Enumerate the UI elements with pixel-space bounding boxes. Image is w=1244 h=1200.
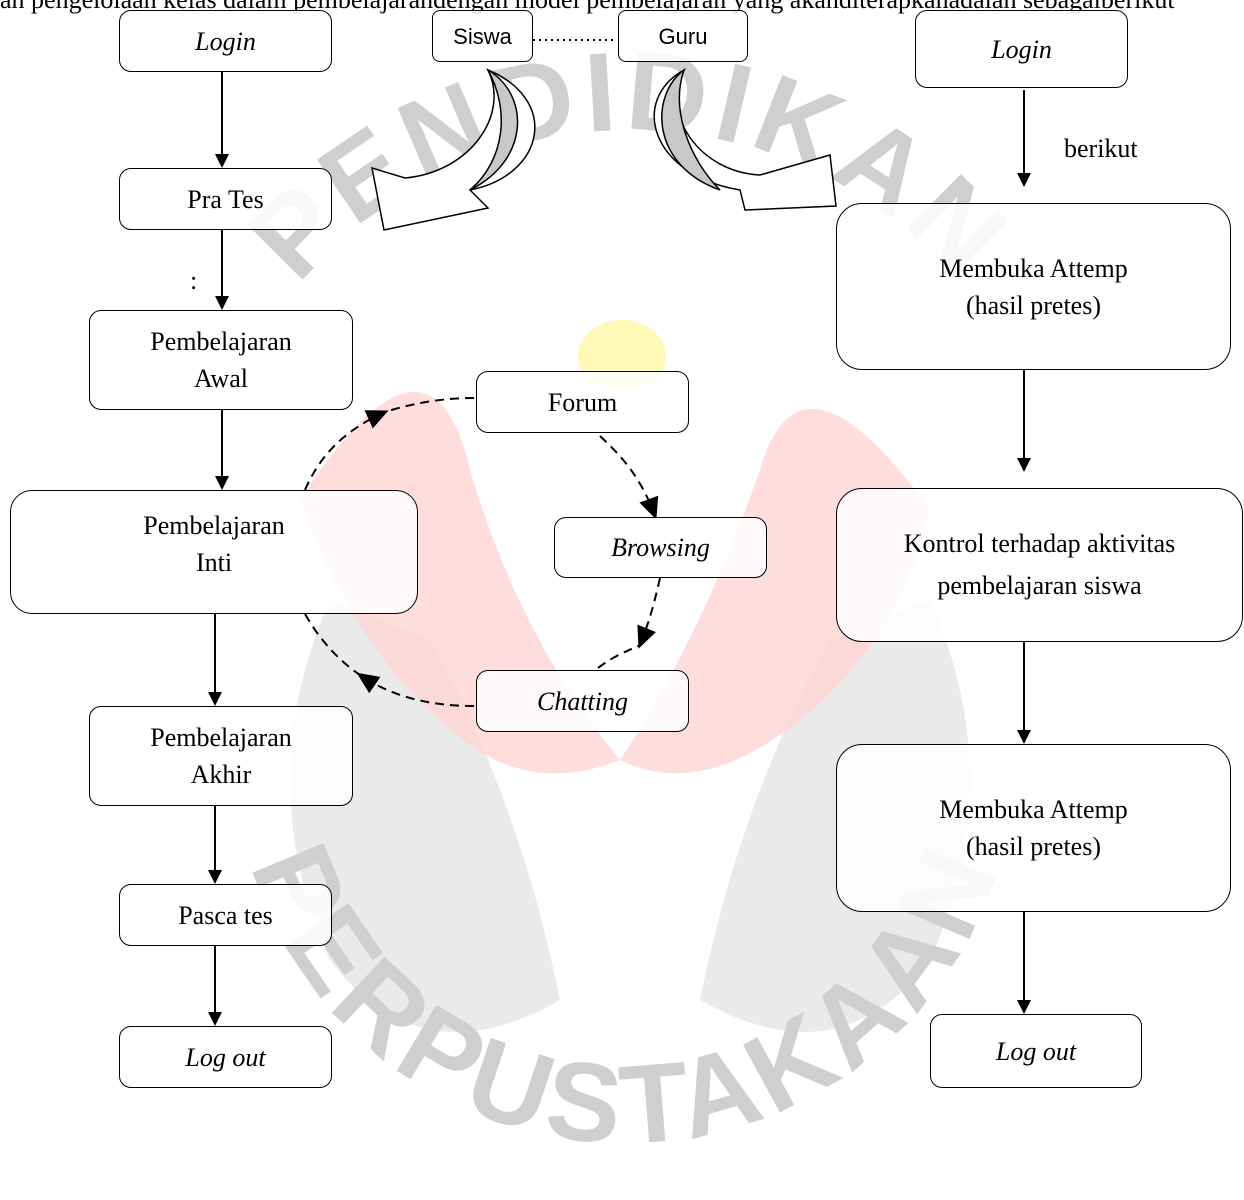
open-attempt-2-line-1: Membuka Attemp: [939, 795, 1128, 824]
teacher-note: berikut: [1064, 134, 1138, 163]
teacher-login-box: Login: [915, 10, 1128, 88]
core-learning-box: Pembelajaran Inti: [10, 490, 418, 614]
chatting-box: Chatting: [476, 670, 689, 732]
teacher-logout-box: Log out: [930, 1014, 1142, 1088]
browsing-box: Browsing: [554, 517, 767, 578]
posttest-box: Pasca tes: [119, 884, 332, 946]
browsing-label: Browsing: [611, 533, 710, 562]
cycle-core-exit: [304, 613, 361, 676]
forum-label: Forum: [547, 387, 618, 417]
final-learning-line-1: Pembelajaran: [150, 723, 292, 752]
open-attempt-box-2: Membuka Attemp (hasil pretes): [836, 744, 1231, 912]
core-learning-line-1: Pembelajaran: [143, 511, 285, 540]
control-line-2: pembelajaran siswa: [937, 571, 1142, 600]
open-attempt-box-1: Membuka Attemp (hasil pretes): [836, 203, 1231, 370]
curved-arrow-siswa: [371, 68, 536, 231]
siswa-box: Siswa: [432, 10, 533, 62]
early-learning-line-2: Awal: [194, 364, 248, 393]
curved-arrow-guru-fill: [661, 67, 721, 191]
student-login-label: Login: [195, 26, 256, 56]
open-attempt-1-line-2: (hasil pretes): [965, 290, 1101, 320]
open-attempt-1-line-1: Membuka Attemp: [939, 253, 1128, 283]
cycle-chatting-exit: [597, 644, 641, 669]
early-learning-box: Pembelajaran Awal: [89, 310, 353, 410]
cycle-forum-entry: [384, 397, 475, 413]
forum-box: Forum: [476, 371, 689, 433]
final-learning-box: Pembelajaran Akhir: [89, 706, 353, 806]
teacher-login-label: Login: [991, 34, 1052, 64]
siswa-label: Siswa: [453, 23, 512, 49]
cycle-browsing-to-chatting: [637, 577, 661, 649]
core-learning-line-2: Inti: [195, 548, 233, 577]
student-logout-label: Log out: [185, 1042, 266, 1072]
teacher-logout-label: Log out: [995, 1036, 1077, 1066]
watermark-grey-shape-right: [700, 600, 970, 1032]
colon-mark: :: [190, 266, 198, 295]
cycle-chatting-to-core: [356, 672, 475, 707]
final-learning-line-2: Akhir: [190, 760, 252, 789]
cycle-forum-to-browsing: [599, 435, 659, 520]
curved-arrow-siswa-fill: [469, 67, 519, 191]
guru-box: Guru: [618, 10, 748, 62]
open-attempt-2-line-2: (hasil pretes): [965, 832, 1101, 861]
student-logout-box: Log out: [119, 1026, 332, 1088]
watermark-grey-shape-left: [290, 600, 560, 1032]
early-learning-line-1: Pembelajaran: [150, 327, 292, 356]
pretest-box: Pra Tes: [119, 168, 332, 230]
cycle-core-to-forum: [304, 410, 389, 491]
guru-label: Guru: [658, 23, 708, 49]
watermark-red-shape: [300, 391, 930, 774]
control-line-1: Kontrol terhadap aktivitas: [903, 529, 1176, 558]
posttest-label: Pasca tes: [178, 900, 273, 930]
pretest-label: Pra Tes: [187, 184, 264, 214]
control-activity-box: Kontrol terhadap aktivitas pembelajaran …: [836, 488, 1243, 642]
student-login-box: Login: [119, 10, 332, 72]
chatting-label: Chatting: [536, 686, 628, 716]
